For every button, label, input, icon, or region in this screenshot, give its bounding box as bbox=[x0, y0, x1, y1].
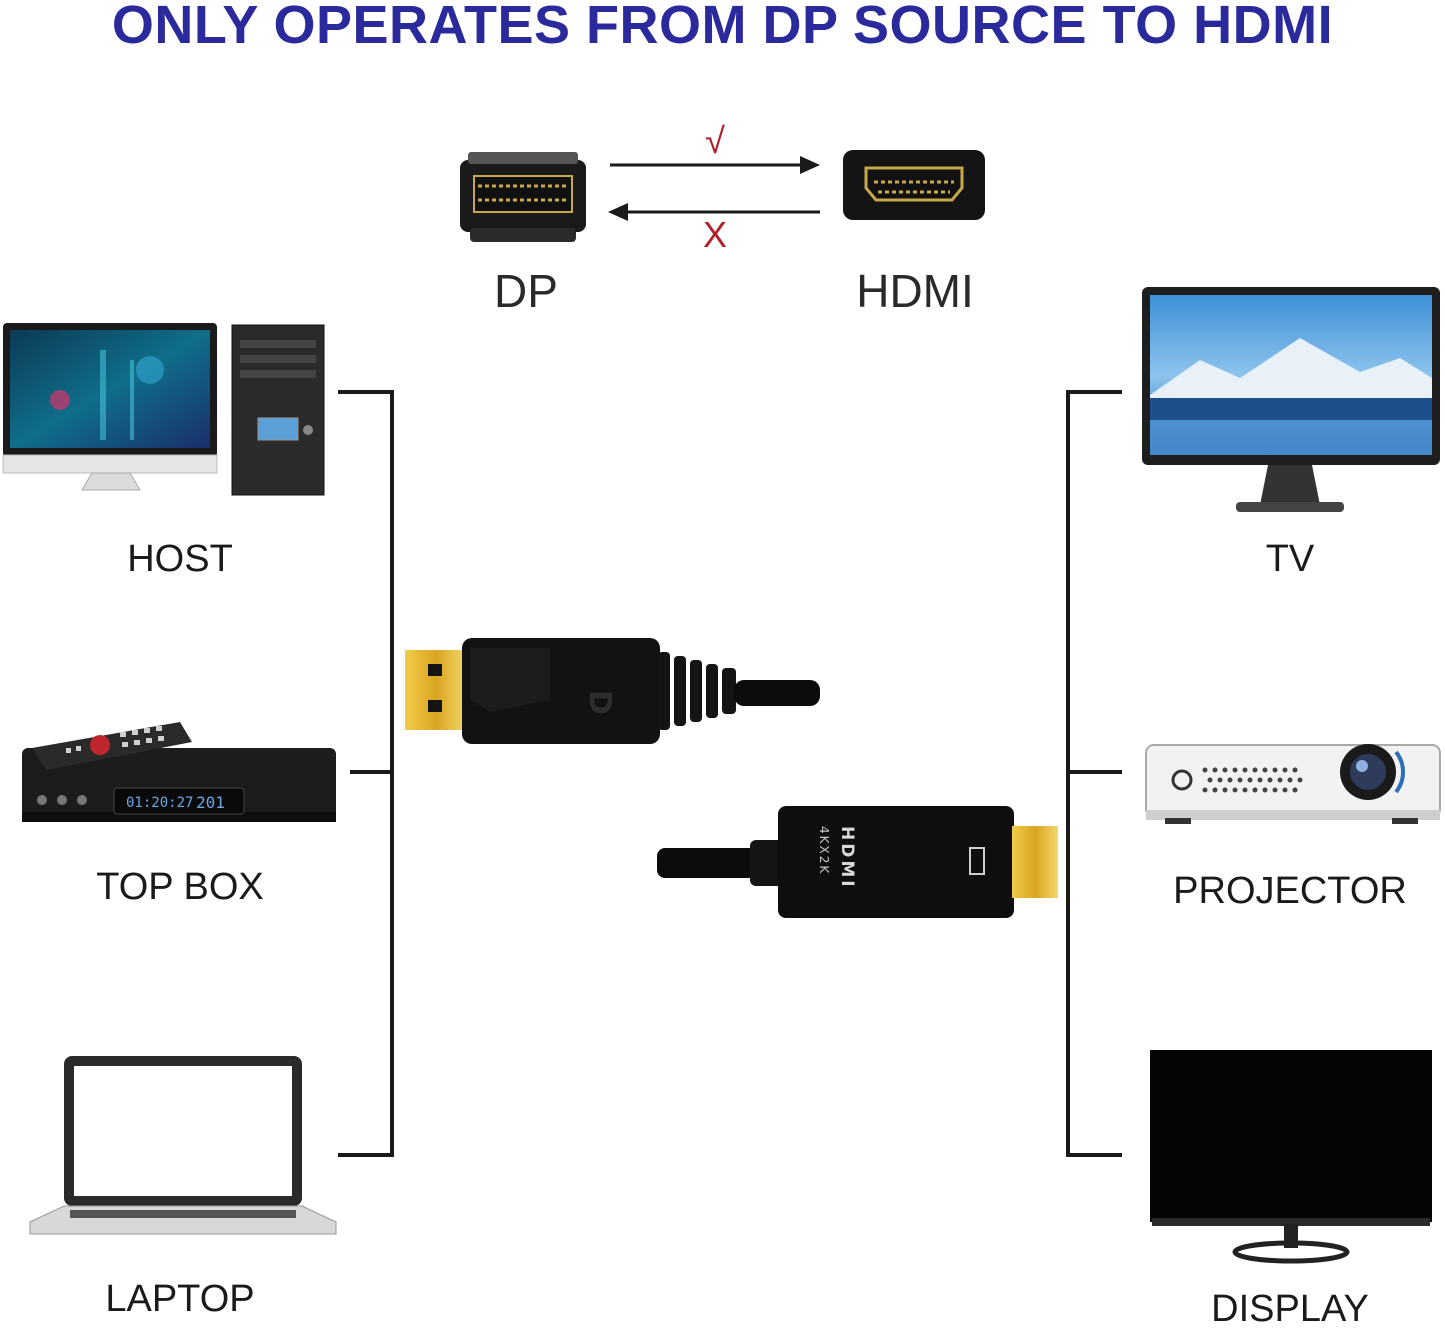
laptop-icon bbox=[29, 1056, 337, 1235]
laptop-label: LAPTOP bbox=[105, 1278, 255, 1320]
host-label: HOST bbox=[127, 538, 233, 580]
desktop-computer-icon bbox=[2, 323, 325, 496]
projector-icon bbox=[1145, 744, 1441, 824]
svg-text:D: D bbox=[582, 690, 617, 715]
dp-label: DP bbox=[494, 265, 558, 317]
reverse-arrow bbox=[608, 203, 820, 221]
display-bracket bbox=[1066, 390, 1122, 1157]
source-bracket bbox=[338, 390, 394, 1157]
hdmi-plug-subtext: 4KX2K bbox=[817, 826, 831, 875]
reverse-cross-mark: X bbox=[702, 214, 727, 255]
tv-icon bbox=[1142, 287, 1440, 512]
forward-arrow bbox=[610, 156, 820, 174]
dp-plug-icon: D bbox=[405, 638, 820, 744]
hdmi-label: HDMI bbox=[856, 265, 974, 317]
tv-label: TV bbox=[1265, 538, 1315, 580]
hdmi-plug-icon: HDMI 4KX2K bbox=[657, 806, 1058, 918]
dp-port-icon bbox=[460, 152, 586, 242]
page-title: ONLY OPERATES FROM DP SOURCE TO HDMI bbox=[111, 0, 1334, 55]
monitor-icon bbox=[1150, 1050, 1432, 1264]
hdmi-plug-text: HDMI bbox=[837, 826, 857, 890]
projector-label: PROJECTOR bbox=[1173, 870, 1407, 912]
hdmi-port-icon bbox=[843, 150, 985, 220]
set-top-box-time: 01:20:27 bbox=[126, 795, 193, 811]
display-label: DISPLAY bbox=[1211, 1288, 1369, 1330]
forward-check-mark: √ bbox=[705, 120, 725, 161]
top-box-label: TOP BOX bbox=[96, 866, 264, 908]
set-top-box-icon: 01:20:27 201 bbox=[22, 722, 336, 822]
set-top-box-channel: 201 bbox=[196, 793, 225, 812]
